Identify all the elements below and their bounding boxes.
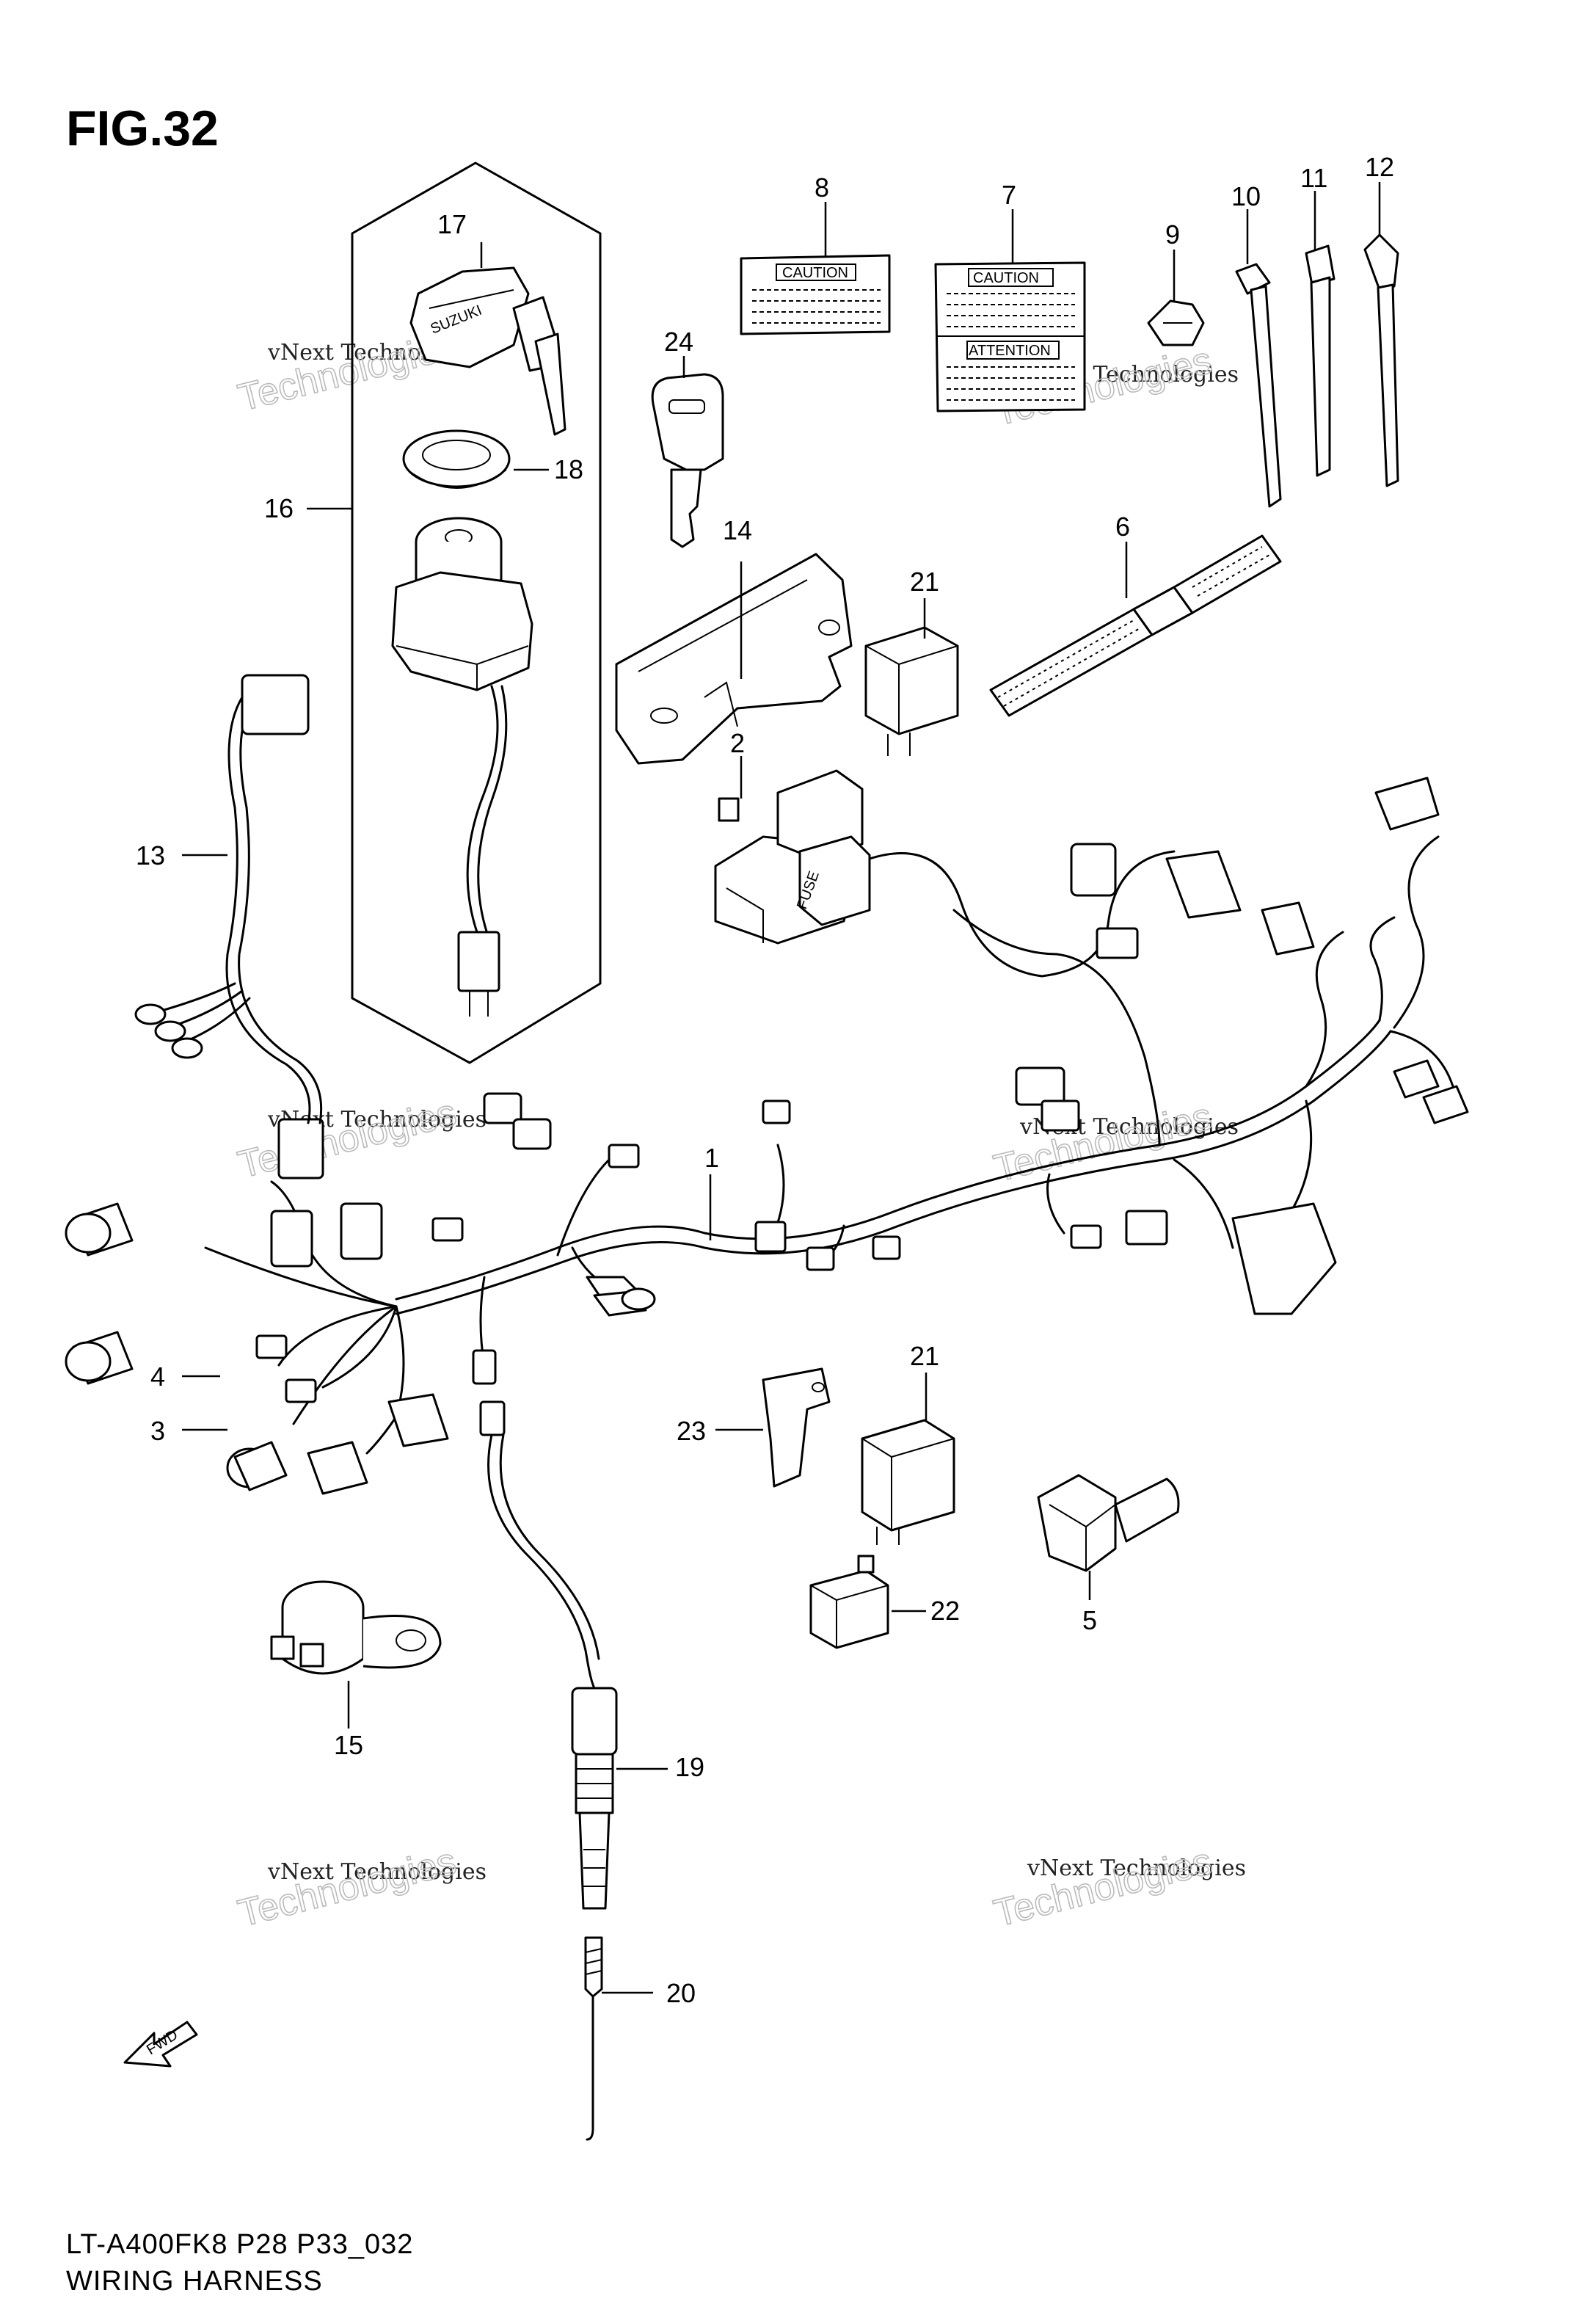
callout-4: 4	[150, 1362, 165, 1392]
bracket[interactable]	[615, 553, 853, 765]
harness-connectors[interactable]	[65, 777, 1469, 1495]
forward-arrow-icon: FWD	[123, 2021, 198, 2068]
callout-11: 11	[1300, 163, 1327, 193]
callout-17: 17	[437, 209, 467, 239]
relay-lower[interactable]	[861, 1419, 955, 1545]
switch[interactable]	[270, 1580, 442, 1675]
key[interactable]	[651, 373, 724, 548]
callout-15: 15	[334, 1730, 363, 1760]
figure-title: FIG.32	[66, 101, 219, 156]
callout-16: 16	[264, 493, 294, 523]
small-bracket[interactable]	[762, 1367, 831, 1488]
spiral-tube[interactable]	[989, 534, 1282, 717]
caution-small-text: CAUTION	[782, 265, 848, 281]
callout-1: 1	[704, 1143, 719, 1173]
figure-caption: WIRING HARNESS	[66, 2266, 323, 2297]
callout-9: 9	[1165, 219, 1180, 250]
watermark-text: Technologies	[234, 1091, 461, 1187]
cable-tie-11[interactable]	[1305, 244, 1336, 477]
callout-23: 23	[677, 1416, 706, 1446]
caution-label-small[interactable]: CAUTION	[740, 254, 891, 335]
callout-21-lower: 21	[910, 1341, 939, 1371]
relay-upper[interactable]	[864, 626, 959, 756]
watermark: vNext Technologies Technologies vNext Te…	[233, 324, 1246, 1935]
callout-8: 8	[815, 172, 829, 203]
coupler-cap[interactable]	[1037, 1474, 1180, 1572]
callout-14: 14	[723, 515, 752, 545]
main-wiring-harness[interactable]	[204, 835, 1454, 1455]
cable-tie-12[interactable]	[1363, 233, 1399, 487]
caution-large-text: CAUTION	[973, 270, 1039, 286]
callout-10: 10	[1231, 181, 1261, 211]
oxygen-sensor[interactable]	[479, 1400, 618, 2141]
caution-attention-label[interactable]: CAUTION ATTENTION	[934, 261, 1086, 412]
callout-13: 13	[136, 840, 165, 870]
callout-2: 2	[730, 728, 745, 758]
callout-18: 18	[554, 454, 583, 484]
callout-3: 3	[150, 1416, 165, 1446]
relay-socket[interactable]	[809, 1555, 889, 1649]
attention-text: ATTENTION	[969, 343, 1051, 359]
callout-24: 24	[664, 327, 693, 357]
watermark-text: Technologies	[990, 1840, 1217, 1935]
callout-5: 5	[1082, 1605, 1097, 1635]
callout-19: 19	[675, 1752, 704, 1782]
model-code: LT-A400FK8 P28 P33_032	[66, 2229, 413, 2260]
fuse-box[interactable]: FUSE	[714, 769, 871, 945]
watermark-text: vNext Technologies	[1027, 1855, 1246, 1881]
ignition-switch-assembly[interactable]: SUZUKI	[351, 161, 602, 1064]
leader-lines	[182, 182, 1381, 1994]
callout-numbers: 1 2 3 4 5 6 7 8 9 10 11 12 13 14 15 16 1…	[136, 152, 1394, 2008]
callout-7: 7	[1002, 180, 1016, 210]
callout-6: 6	[1115, 512, 1130, 542]
watermark-text: Technologies	[990, 1095, 1217, 1190]
callout-12: 12	[1365, 152, 1394, 182]
watermark-text: vNext Technologies	[267, 1859, 487, 1885]
watermark-text: Technologies	[234, 1840, 461, 1935]
cable-tie-10[interactable]	[1235, 263, 1282, 508]
callout-20: 20	[666, 1978, 696, 2008]
callout-21: 21	[910, 567, 939, 597]
wire-clamp[interactable]	[1147, 299, 1205, 346]
callout-22: 22	[930, 1596, 960, 1626]
sub-harness[interactable]	[134, 674, 323, 1124]
